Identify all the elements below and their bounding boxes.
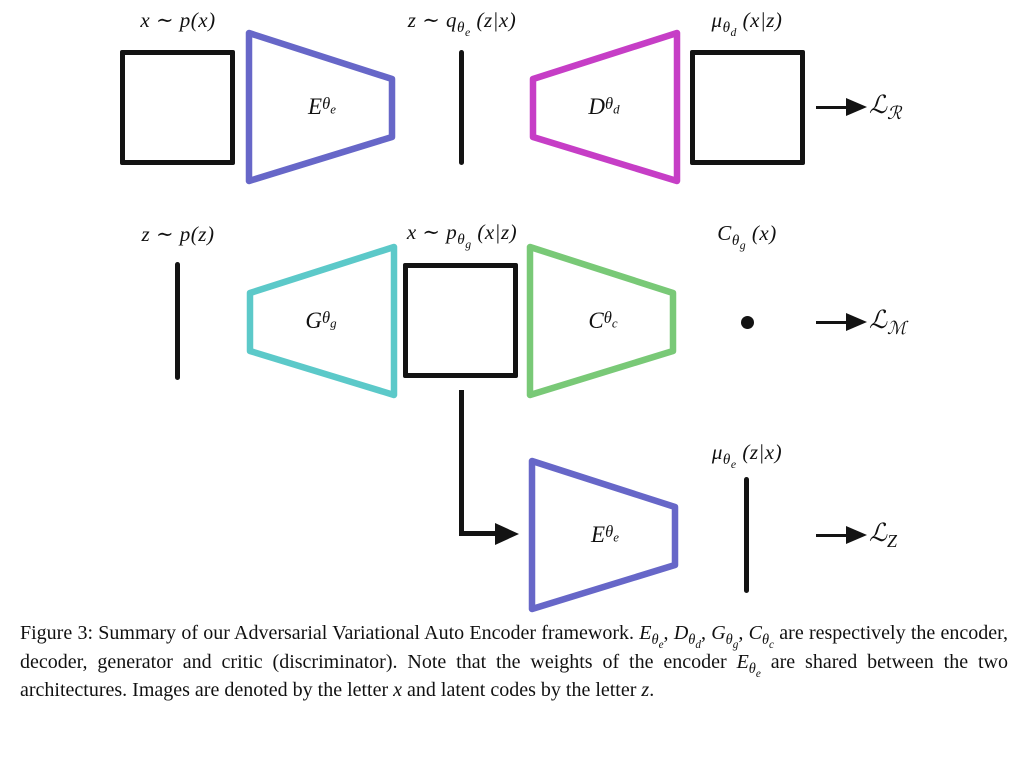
reconstruction-mean-label: μθd (x|z): [711, 8, 783, 40]
critic-output-dot: [741, 316, 754, 329]
critic-score-label: Cθg (x): [717, 221, 777, 253]
input-distribution-label: x ∼ p(x): [140, 8, 216, 32]
prior-distribution-label: z ∼ p(z): [141, 222, 215, 246]
input-image-box: [120, 50, 235, 165]
latent-code-line-row2: [175, 262, 180, 380]
elbow-connector-vertical: [459, 390, 464, 536]
latent-loss-label: ℒZ: [869, 520, 898, 551]
matching-loss-arrow-icon: [816, 313, 867, 331]
reconstruction-loss-label: ℒℛ: [869, 92, 902, 123]
decoder-trapezoid: [529, 29, 681, 185]
elbow-connector-horizontal: [459, 531, 496, 536]
elbow-arrow-head-icon: [495, 523, 519, 545]
arrow-shaft: [816, 105, 846, 109]
figure-caption: Figure 3: Summary of our Adversarial Var…: [20, 622, 1009, 701]
arrow-shaft: [816, 533, 846, 537]
arrow-head-icon: [846, 526, 867, 544]
latent-posterior-label: z ∼ qθe (z|x): [407, 8, 517, 40]
reconstruction-image-box: [690, 50, 805, 165]
critic-trapezoid: [526, 243, 677, 399]
arrow-head-icon: [846, 313, 867, 331]
arrow-shaft: [816, 320, 846, 324]
generated-sample-label: x ∼ pθg (x|z): [406, 220, 518, 252]
encoder-trapezoid: [245, 29, 396, 185]
shared-encoder-trapezoid: [528, 457, 679, 613]
generator-trapezoid: [246, 243, 398, 399]
latent-code-line-row1: [459, 50, 464, 165]
latent-loss-arrow-icon: [816, 526, 867, 544]
generated-image-box: [403, 263, 518, 378]
encoded-latent-label: μθe (z|x): [711, 440, 783, 472]
latent-code-line-row3: [744, 477, 749, 593]
reconstruction-loss-arrow-icon: [816, 98, 867, 116]
arrow-head-icon: [846, 98, 867, 116]
matching-loss-label: ℒℳ: [869, 307, 907, 338]
